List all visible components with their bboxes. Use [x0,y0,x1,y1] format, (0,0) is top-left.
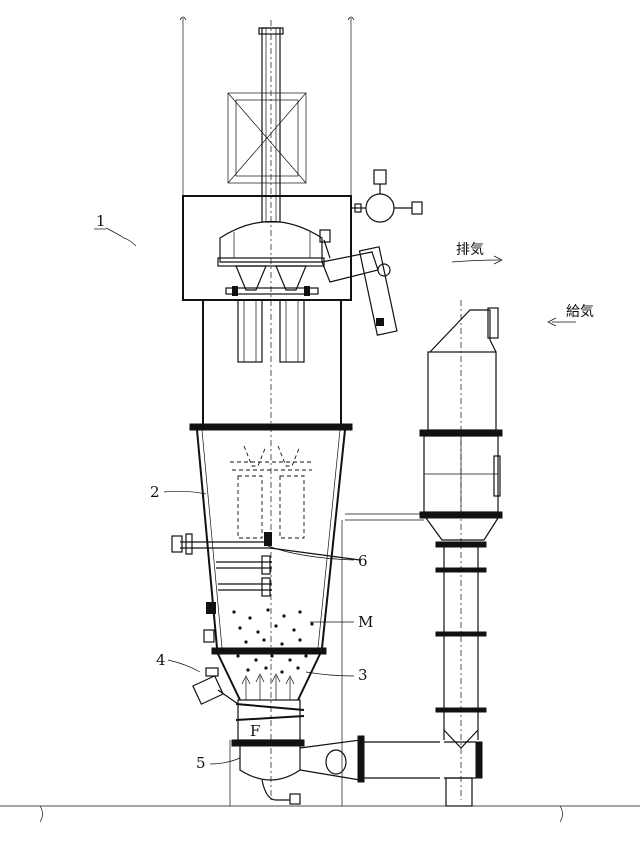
label-supply: 給気 [566,304,594,320]
central-shaft [259,20,283,800]
label-material: M [358,613,373,631]
bottom-chamber [230,700,304,806]
label-device: 1 [96,212,106,230]
blower-unit [193,668,238,704]
label-bottom: 5 [196,754,206,772]
label-blower: 4 [156,651,166,669]
conical-body [172,430,360,648]
supply-piping [300,736,482,806]
pressure-gauge [351,170,422,222]
label-flow: F [250,722,260,740]
dispersion-plate [212,648,326,700]
filter-chamber [183,196,351,362]
label-exhaust: 排気 [456,242,484,258]
top-duct [180,17,354,196]
label-dispersion-plate: 3 [358,666,368,684]
airflow-arrows [242,674,294,700]
ground-floor [0,806,640,822]
particles [232,608,313,673]
label-body: 2 [150,483,160,501]
label-nozzle: 6 [358,552,368,570]
exhaust-pipe [322,247,397,335]
